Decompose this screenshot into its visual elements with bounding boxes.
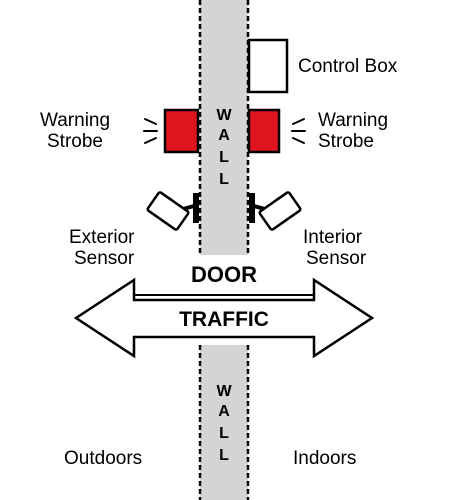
strobe-rays-left-icon <box>143 118 158 144</box>
control-box <box>247 38 289 94</box>
interior-sensor-label: Interior <box>303 227 363 248</box>
wall-lower-letter: L <box>219 425 229 442</box>
warning-strobe-left <box>163 108 200 154</box>
wall-upper-letter: L <box>219 149 229 166</box>
warning-strobe-left-label: Warning <box>40 110 110 131</box>
outdoors-label: Outdoors <box>64 448 142 469</box>
wall-upper <box>198 0 250 255</box>
exterior-sensor-icon <box>146 191 199 231</box>
wall-upper-letter: L <box>219 171 229 188</box>
wall-label-lower: W A L L <box>216 383 232 464</box>
control-box-label: Control Box <box>298 56 398 77</box>
indoors-label: Indoors <box>293 448 356 469</box>
wall-upper-letter: A <box>218 127 230 144</box>
exterior-sensor-label: Exterior <box>69 227 135 248</box>
warning-strobe-right-label: Warning <box>318 110 388 131</box>
traffic-arrow-icon <box>73 277 375 359</box>
traffic-label: TRAFFIC <box>179 308 269 331</box>
wall-label-upper: W A L L <box>216 107 232 188</box>
wall-lower-letter: W <box>216 383 232 400</box>
exterior-sensor-label: Sensor <box>74 248 135 269</box>
strobe-rays-right-icon <box>291 118 306 144</box>
door-label: DOOR <box>191 262 257 287</box>
interior-sensor-icon <box>249 191 302 231</box>
wall-lower <box>198 345 250 500</box>
wall-upper-letter: W <box>216 107 232 124</box>
wall-lower-letter: A <box>218 403 230 420</box>
interior-sensor-label: Sensor <box>306 248 367 269</box>
warning-strobe-left-label: Strobe <box>47 131 103 152</box>
wall-lower-letter: L <box>219 447 229 464</box>
warning-strobe-right-label: Strobe <box>318 131 374 152</box>
warning-strobe-right <box>247 108 281 154</box>
